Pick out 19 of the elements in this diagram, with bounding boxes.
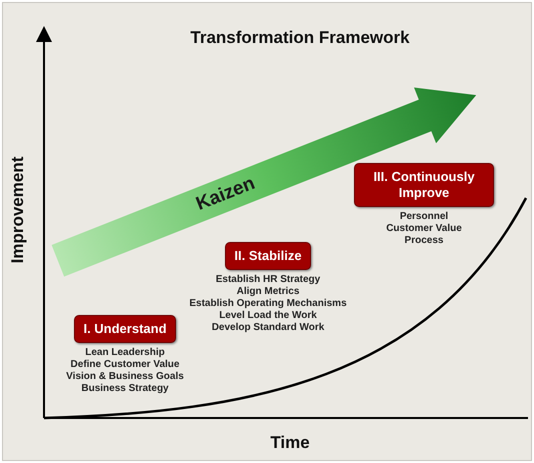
task-text: Level Load the Work xyxy=(218,310,318,322)
task-text: Business Strategy xyxy=(80,383,170,395)
axis-title: Improvement xyxy=(8,156,28,266)
chart-title: Transformation Framework xyxy=(189,28,411,48)
task-text: Establish HR Strategy xyxy=(214,274,322,286)
task-text: Lean Leadership xyxy=(84,347,166,359)
task-text: Develop Standard Work xyxy=(210,322,326,334)
task-text: Process xyxy=(404,235,444,247)
task-text: Personnel xyxy=(398,211,450,223)
task-text: Align Metrics xyxy=(236,286,300,298)
phase-box: II. Stabilize xyxy=(225,242,311,270)
task-text: Customer Value xyxy=(385,223,463,235)
phase-box: III. Continuously Improve xyxy=(354,163,494,207)
task-text: Define Customer Value xyxy=(70,359,180,371)
arrow-label: Kaizen xyxy=(192,172,259,217)
task-text: Establish Operating Mechanisms xyxy=(188,298,348,310)
phase-box: I. Understand xyxy=(74,315,176,343)
task-text: Vision & Business Goals xyxy=(65,371,185,383)
axis-title: Time xyxy=(269,433,311,453)
